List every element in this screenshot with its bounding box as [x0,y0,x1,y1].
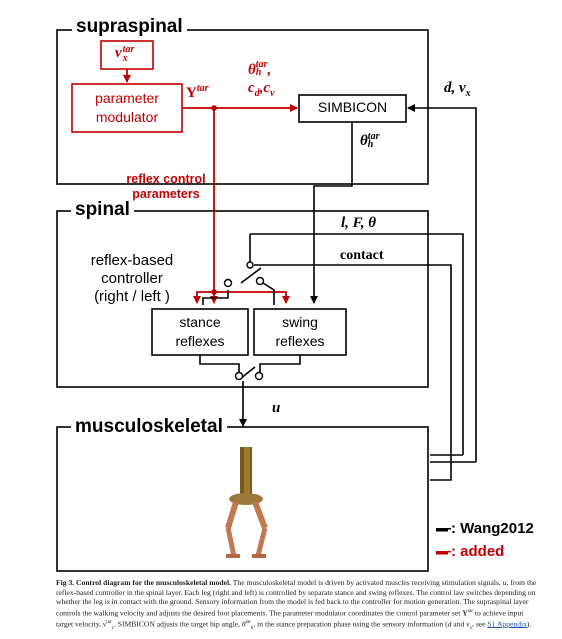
params-to-swing-line [214,291,290,304]
switch-terminal-swing [255,276,265,286]
musculoskeletal-layer-frame [56,426,429,572]
stance-reflexes-box [151,308,249,356]
parameter-modulator-label: parameter modulator [95,90,159,125]
swing-reflexes-box [253,308,347,356]
switch-terminal-stance [223,278,233,288]
switch-to-stance-line [202,290,229,305]
l-f-theta-label: l, F, θ [341,215,377,231]
ytar-label: Ytar [186,83,209,101]
parameter-modulator-box [71,83,183,133]
vx-tar-box [100,40,154,70]
spinal-title: spinal [71,199,134,221]
contact-feedback-line [254,264,452,481]
figure-caption: Fig 3. Control diagram for the musculosk… [56,578,537,631]
dvx-feedback-line [407,104,477,462]
simbicon-label: SIMBICON [317,99,388,115]
theta-feedback-line [310,122,353,304]
legend-added: —: added [436,543,505,560]
musculoskeletal-title: musculoskeletal [71,416,227,438]
u-label: u [272,400,281,416]
s1-appendix-link[interactable]: S1 Appendix [487,619,527,629]
legend-wang2012: —: Wang2012 [436,520,534,537]
contact-label: contact [340,248,384,263]
switch-to-swing-line [259,280,275,305]
swing-reflexes-label: swing reflexes [275,314,325,349]
supraspinal-title: supraspinal [72,16,187,38]
controller-label: reflex-based controller (right / left ) [90,252,174,305]
musculoskeletal-model-figure [225,447,268,558]
supraspinal-layer-frame [56,29,429,185]
simbicon-box [298,94,407,123]
swing-to-switch-line [259,355,301,372]
stance-reflexes-label: stance reflexes [175,314,225,349]
d-vx-label: d, vx [444,80,471,99]
reflex-control-parameters-label: reflex control parameters [126,172,206,201]
upper-switch-blade [240,267,262,284]
stance-to-switch-line [199,355,240,372]
sensor-feedback-line [250,233,464,455]
params-to-stance-line [193,291,214,304]
